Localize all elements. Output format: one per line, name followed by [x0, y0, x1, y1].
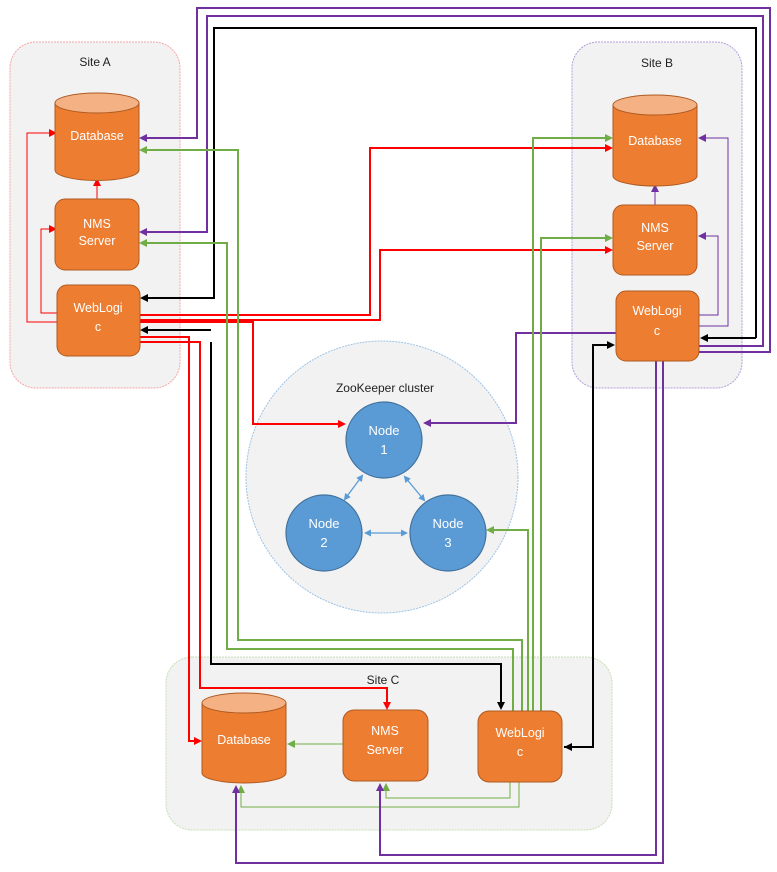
- connection-c-web-to-a-nms: [139, 239, 514, 711]
- site-c-database[interactable]: Database: [201, 692, 287, 784]
- connection-b-web-to-nms: [698, 232, 719, 316]
- node-3[interactable]: Node 3: [409, 494, 487, 572]
- nms-server-box[interactable]: [54, 198, 140, 271]
- node-2[interactable]: Node 2: [285, 494, 363, 572]
- connection-c-web-to-b-db: [532, 134, 613, 711]
- database-label: Database: [628, 134, 682, 148]
- connection-c-web-to-b-nms: [540, 234, 613, 711]
- weblogic-label-line1: WebLogi: [73, 301, 122, 315]
- link-node1-node2: [343, 474, 364, 501]
- weblogic-box[interactable]: [615, 290, 700, 362]
- site-b-weblogic[interactable]: WebLogi c: [615, 290, 700, 362]
- connection-b-web-to-c-db: [232, 361, 664, 864]
- nms-server-box[interactable]: [342, 709, 429, 782]
- node-1-circle[interactable]: [345, 401, 423, 479]
- connection-c-web-to-a-db: [139, 146, 523, 711]
- connection-b-web-to-db: [698, 134, 729, 327]
- node-2-circle[interactable]: [285, 494, 363, 572]
- database-cylinder-body: [54, 103, 140, 181]
- node-1-number: 1: [380, 442, 387, 457]
- connection-b-web-to-a-nms: [139, 15, 764, 347]
- site-a-nms-server[interactable]: NMS Server: [54, 198, 140, 271]
- weblogic-label-line1: WebLogi: [632, 304, 681, 318]
- connection-b-web-to-node1: [423, 332, 616, 427]
- database-label: Database: [70, 129, 124, 143]
- connection-b-web-a-web-black: [140, 27, 757, 338]
- node-3-number: 3: [444, 535, 451, 550]
- site-b-label: Site B: [641, 56, 673, 70]
- site-c-label: Site C: [367, 673, 400, 687]
- node-3-circle[interactable]: [409, 494, 487, 572]
- connection-a-web-to-db: [26, 129, 57, 323]
- nms-server-label-line2: Server: [367, 743, 404, 757]
- database-cylinder-top: [612, 94, 698, 116]
- nms-server-label-line2: Server: [79, 234, 116, 248]
- connection-a-web-to-node1: [140, 321, 346, 428]
- database-label: Database: [217, 733, 271, 747]
- connection-b-web-to-c-nms: [376, 361, 657, 856]
- site-b-database[interactable]: Database: [612, 94, 698, 187]
- weblogic-label-line2: c: [654, 324, 660, 338]
- weblogic-label-line2: c: [517, 745, 523, 759]
- nms-server-label-line1: NMS: [83, 217, 111, 231]
- connection-b-web-to-a-db: [139, 7, 771, 353]
- connection-a-web-to-b-nms: [140, 246, 613, 321]
- site-a-weblogic[interactable]: WebLogi c: [56, 284, 141, 357]
- connection-a-web-to-nms: [40, 225, 57, 314]
- weblogic-label-line1: WebLogi: [495, 726, 544, 740]
- weblogic-box[interactable]: [477, 710, 563, 783]
- site-c-nms-server[interactable]: NMS Server: [342, 709, 429, 782]
- database-cylinder-top: [201, 692, 287, 714]
- site-b-nms-server[interactable]: NMS Server: [612, 204, 698, 276]
- database-cylinder-body: [612, 105, 698, 187]
- connection-c-web-to-a-web: [210, 342, 505, 710]
- nms-server-label-line1: NMS: [641, 221, 669, 235]
- site-c-weblogic[interactable]: WebLogi c: [477, 710, 563, 783]
- database-cylinder-top: [54, 92, 140, 114]
- database-cylinder-body: [201, 703, 287, 784]
- nms-server-label-line2: Server: [637, 239, 674, 253]
- connection-c-web-to-node3: [486, 526, 529, 711]
- nms-server-box[interactable]: [612, 204, 698, 276]
- node-1-label: Node: [368, 423, 399, 438]
- node-1[interactable]: Node 1: [345, 401, 423, 479]
- node-3-label: Node: [432, 516, 463, 531]
- weblogic-box[interactable]: [56, 284, 141, 357]
- weblogic-label-line2: c: [95, 320, 101, 334]
- connection-a-web-to-b-db: [140, 144, 613, 316]
- connection-a-web-to-c-nms: [140, 341, 391, 710]
- nms-server-label-line1: NMS: [371, 724, 399, 738]
- node-links: [343, 474, 426, 537]
- node-2-label: Node: [308, 516, 339, 531]
- connection-a-web-to-c-db: [140, 336, 202, 745]
- cluster-label: ZooKeeper cluster: [336, 381, 434, 395]
- link-node1-node3: [403, 475, 426, 502]
- connections: [26, 7, 771, 864]
- node-2-number: 2: [320, 535, 327, 550]
- site-a-label: Site A: [79, 55, 110, 69]
- site-a-database[interactable]: Database: [54, 92, 140, 181]
- connection-c-web-to-nms: [382, 782, 511, 799]
